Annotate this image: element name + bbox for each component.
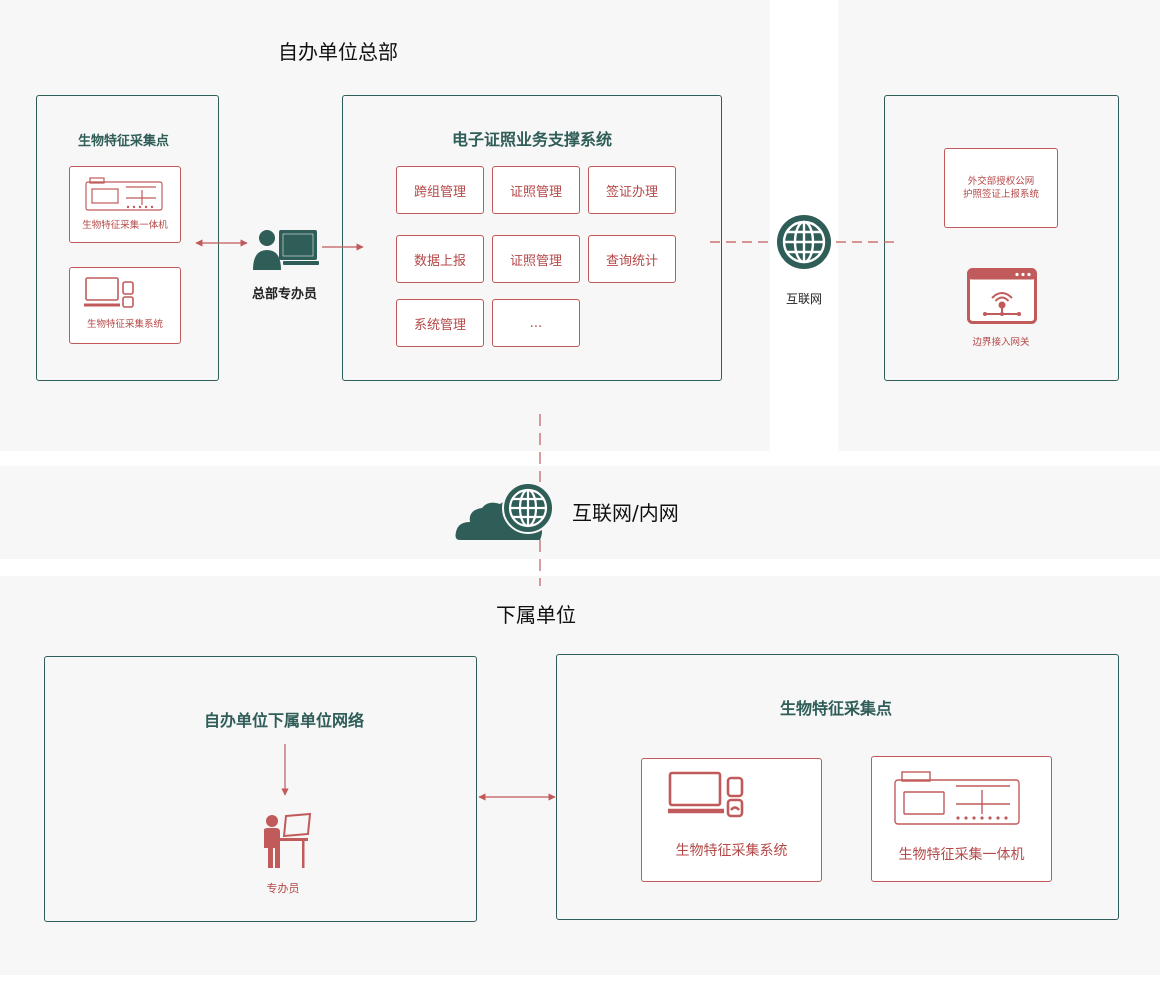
network-band xyxy=(0,466,1160,559)
hq-bio-device-label: 生物特征采集一体机 xyxy=(82,220,168,231)
gateway-icon xyxy=(967,268,1037,324)
module-cross-group[interactable]: 跨组管理 xyxy=(396,166,484,214)
sub-bio-device-card[interactable] xyxy=(871,756,1052,882)
module-cert-mgmt-1[interactable]: 证照管理 xyxy=(492,166,580,214)
network-label: 互联网/内网 xyxy=(572,501,679,525)
gateway-label: 边界接入网关 xyxy=(972,337,1030,348)
hq-staff-label: 总部专办员 xyxy=(252,287,318,302)
hq-bio-system-label: 生物特征采集系统 xyxy=(86,319,163,330)
module-cert-mgmt-2[interactable]: 证照管理 xyxy=(492,235,580,283)
staff-desk-icon xyxy=(264,812,312,868)
sub-network-box xyxy=(44,656,477,922)
mofa-system-line1: 外交部授权公网 xyxy=(967,176,1035,187)
hq-bio-system-card[interactable] xyxy=(69,267,181,344)
module-visa[interactable]: 签证办理 xyxy=(588,166,676,214)
sub-network-title: 自办单位下属单位网络 xyxy=(203,711,364,730)
sub-bio-system-label: 生物特征采集系统 xyxy=(675,843,788,859)
sub-title: 下属单位 xyxy=(496,603,576,627)
globe-icon xyxy=(777,215,831,269)
mofa-box xyxy=(884,95,1119,381)
collector-device-icon xyxy=(894,771,1020,825)
module-data-report[interactable]: 数据上报 xyxy=(396,235,484,283)
sub-bio-point-title: 生物特征采集点 xyxy=(779,699,892,718)
cloud-globe-icon xyxy=(455,482,554,540)
hq-title: 自办单位总部 xyxy=(278,40,398,64)
module-more[interactable]: ... xyxy=(492,299,580,347)
sub-staff-label: 专办员 xyxy=(266,882,300,895)
module-query-stats[interactable]: 查询统计 xyxy=(588,235,676,283)
internet-label: 互联网 xyxy=(785,292,822,306)
computer-icon xyxy=(668,771,744,818)
ecert-system-title: 电子证照业务支撑系统 xyxy=(451,130,612,149)
hq-bio-point-title: 生物特征采集点 xyxy=(77,134,169,149)
staff-computer-icon xyxy=(253,230,319,270)
mofa-report-system-card[interactable] xyxy=(944,148,1058,228)
mofa-system-line2: 护照签证上报系统 xyxy=(962,189,1039,200)
module-system-mgmt[interactable]: 系统管理 xyxy=(396,299,484,347)
computer-icon xyxy=(84,277,134,308)
collector-device-icon xyxy=(85,177,163,211)
sub-bio-device-label: 生物特征采集一体机 xyxy=(898,847,1025,863)
